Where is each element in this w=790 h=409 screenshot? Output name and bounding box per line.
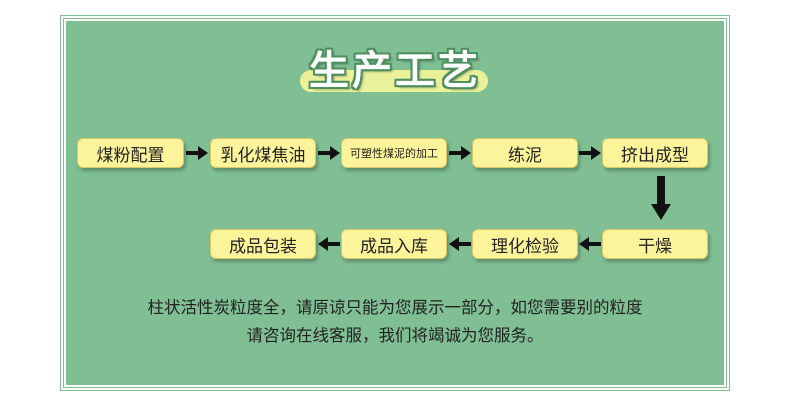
step-box-5: 挤出成型 [602,138,708,168]
arrow-right-icon [449,146,471,160]
step-box-6: 干燥 [602,229,708,259]
arrow-right-icon [318,146,340,160]
note-line-1: 柱状活性炭粒度全，请原谅只能为您展示一部分，如您需要别的粒度 [147,298,643,317]
step-box-3: 可塑性煤泥的加工 [341,138,447,168]
step-box-7: 理化检验 [472,229,578,259]
note-line-2: 请咨询在线客服，我们将竭诚为您服务。 [246,326,544,345]
arrow-left-icon [318,237,340,251]
step-box-4: 练泥 [472,138,578,168]
title-area: 生产工艺 [0,38,790,98]
arrow-right-icon [186,146,208,160]
arrow-left-icon [579,237,601,251]
arrow-left-icon [449,237,471,251]
step-box-8: 成品入库 [341,229,447,259]
step-box-2: 乳化煤焦油 [210,138,316,168]
step-box-1: 煤粉配置 [77,138,184,168]
arrow-right-icon [579,146,601,160]
step-box-9: 成品包装 [210,229,316,259]
arrow-down-icon [651,176,671,220]
diagram-title: 生产工艺 [309,48,481,94]
title-underline [300,70,488,92]
